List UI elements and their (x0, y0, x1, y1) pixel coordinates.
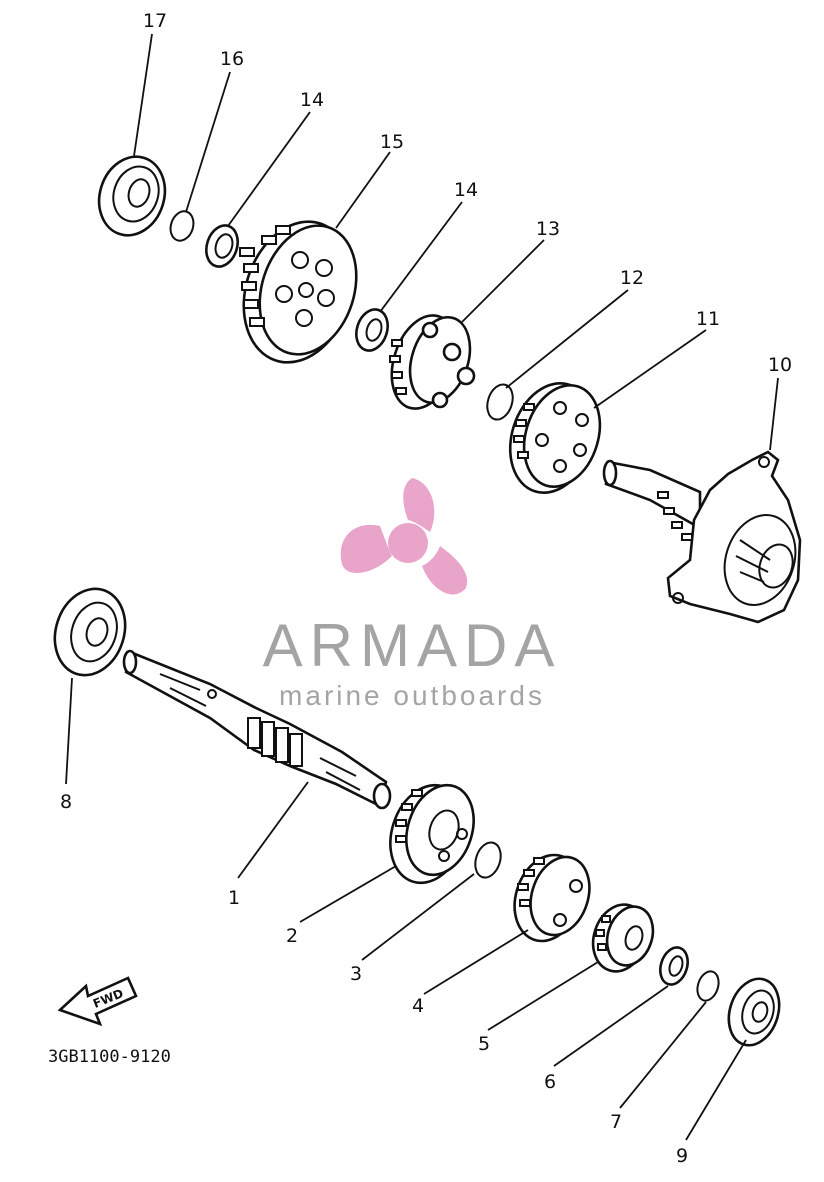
part-10-shaft-housing (602, 450, 802, 624)
callout-5: 5 (478, 1033, 490, 1055)
callout-numbers: 17 16 14 15 14 13 12 11 10 8 1 2 3 4 5 6… (60, 10, 792, 1167)
callout-10: 10 (768, 354, 792, 376)
callout-8: 8 (60, 791, 72, 813)
callout-14: 14 (300, 89, 324, 111)
callout-6: 6 (544, 1071, 556, 1093)
part-5-gear (591, 903, 655, 973)
part-1-main-shaft (122, 649, 392, 810)
brand-name: ARMADA (263, 612, 562, 679)
callout-11: 11 (696, 308, 720, 330)
part-7-circlip (696, 970, 720, 1002)
armada-watermark: ARMADA marine outboards (263, 478, 562, 711)
drawing-code: 3GB1100-9120 (48, 1047, 171, 1067)
part-2-gear (389, 783, 475, 885)
part-14-washer-upper (205, 224, 239, 268)
callout-15: 15 (380, 131, 404, 153)
callout-2: 2 (286, 925, 298, 947)
part-17-bearing (97, 155, 167, 237)
part-14-washer-middle (355, 308, 389, 352)
fwd-arrow-icon: FWD (57, 976, 138, 1027)
callout-13: 13 (536, 218, 560, 240)
part-16-circlip (169, 210, 195, 242)
callout-9: 9 (676, 1145, 688, 1167)
callout-4: 4 (412, 995, 424, 1017)
callout-17: 17 (143, 10, 167, 32)
part-15-gear (239, 220, 358, 364)
part-9-bearing (727, 977, 781, 1047)
part-6-washer (659, 946, 689, 986)
part-13-dog-clutch (389, 314, 476, 410)
part-11-gear (508, 382, 602, 494)
leader-lines (65, 33, 779, 1141)
callout-12: 12 (620, 267, 644, 289)
callout-1: 1 (228, 887, 240, 909)
part-4-dog-clutch (513, 853, 591, 943)
part-12-circlip (486, 383, 514, 421)
callout-7: 7 (610, 1111, 622, 1133)
brand-tagline: marine outboards (279, 680, 545, 711)
callout-3: 3 (350, 963, 362, 985)
part-8-bearing (53, 587, 127, 677)
part-3-circlip (474, 841, 502, 879)
propeller-logo-icon (340, 478, 468, 595)
callout-16: 16 (220, 48, 244, 70)
callout-14-middle: 14 (454, 179, 478, 201)
